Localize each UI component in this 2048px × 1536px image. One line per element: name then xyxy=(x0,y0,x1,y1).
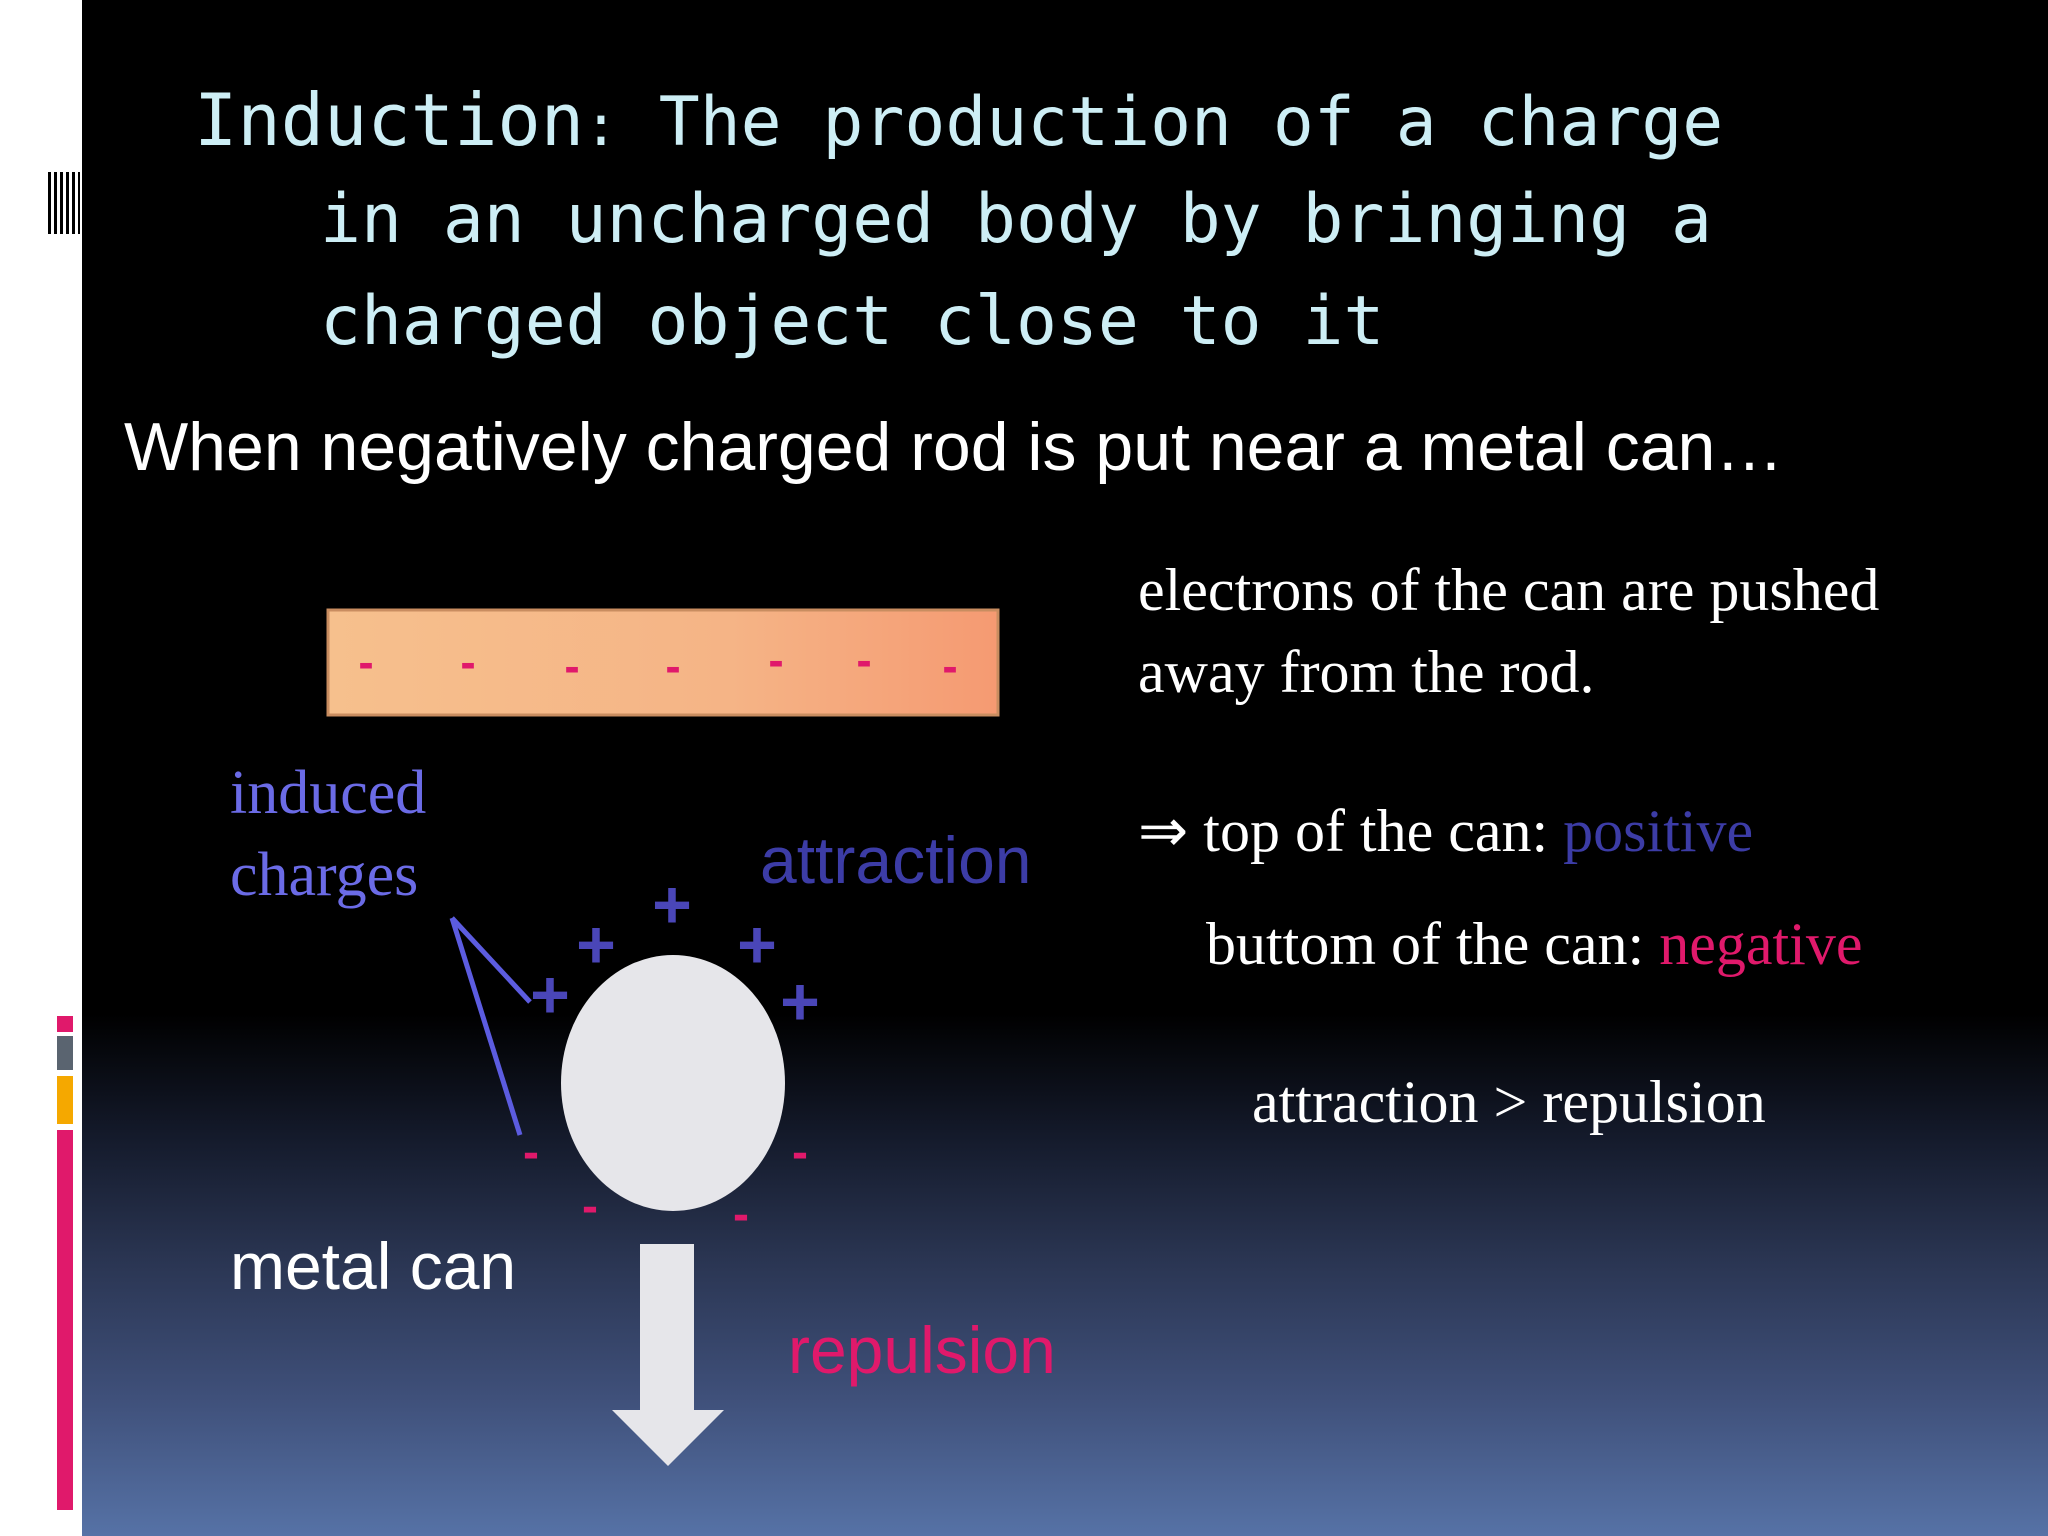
rod-minus-sign: - xyxy=(942,640,957,692)
rod-minus-sign: - xyxy=(665,640,680,692)
metal-can-label: metal can xyxy=(230,1229,517,1303)
positive-charges: +++++ xyxy=(530,867,820,1040)
minus-sign: - xyxy=(792,1126,808,1179)
bottom-prefix: buttom of the can: xyxy=(1206,911,1660,977)
bottom-value: negative xyxy=(1659,911,1863,977)
induced-label-line-1: induced xyxy=(230,759,427,827)
implies-symbol: ⇒ xyxy=(1138,798,1189,864)
plus-sign: + xyxy=(530,957,570,1033)
slide-background xyxy=(82,0,2048,1536)
plus-sign: + xyxy=(652,867,692,943)
minus-sign: - xyxy=(523,1126,539,1179)
subtitle: When negatively charged rod is put near … xyxy=(124,409,1784,485)
plus-sign: + xyxy=(576,907,616,983)
title-line-1: Induction: The production of a charge xyxy=(194,78,1723,162)
rod-minus-sign: - xyxy=(768,634,783,686)
accent-bar-pink-top xyxy=(57,1016,73,1032)
top-of-can-line: ⇒ top of the can: positive xyxy=(1138,796,1753,866)
top-value: positive xyxy=(1563,798,1754,864)
repulsion-arrow xyxy=(612,1244,724,1466)
repulsion-label: repulsion xyxy=(788,1313,1056,1387)
title-line-1-text: The production of a charge xyxy=(617,83,1724,162)
plus-sign: + xyxy=(780,964,820,1040)
title-line-3: charged object close to it xyxy=(320,282,1385,361)
charged-rod xyxy=(326,608,1000,717)
top-prefix: top of the can: xyxy=(1188,798,1564,864)
comparison-line: attraction > repulsion xyxy=(1252,1069,1766,1135)
accent-bar-pink xyxy=(57,1130,73,1510)
minus-sign: - xyxy=(733,1188,749,1241)
pointer-line-lower xyxy=(449,917,523,1136)
rod-minus-sign: - xyxy=(460,636,475,688)
title-term: Induction xyxy=(194,78,585,162)
plus-sign: + xyxy=(737,907,777,983)
title-colon: : xyxy=(584,94,618,159)
accent-bar-gray xyxy=(57,1036,73,1070)
metal-can xyxy=(561,955,785,1211)
explanation-line-2: away from the rod. xyxy=(1138,639,1595,705)
window-lines-icon xyxy=(48,172,80,234)
rod-minus-sign: - xyxy=(358,636,373,688)
attraction-label: attraction xyxy=(760,823,1032,897)
pointer-line-upper xyxy=(450,916,532,1004)
minus-sign: - xyxy=(582,1180,598,1233)
explanation-line-1: electrons of the can are pushed xyxy=(1138,557,1880,623)
accent-bar-orange xyxy=(57,1076,73,1124)
bottom-of-can-line: buttom of the can: negative xyxy=(1206,910,1862,979)
title-line-2: in an uncharged body by bringing a xyxy=(320,180,1712,259)
rod-minus-sign: - xyxy=(856,634,871,686)
induced-label-line-2: charges xyxy=(230,841,419,909)
rod-minus-sign: - xyxy=(564,640,579,692)
rod-charges: ------- xyxy=(358,634,957,692)
